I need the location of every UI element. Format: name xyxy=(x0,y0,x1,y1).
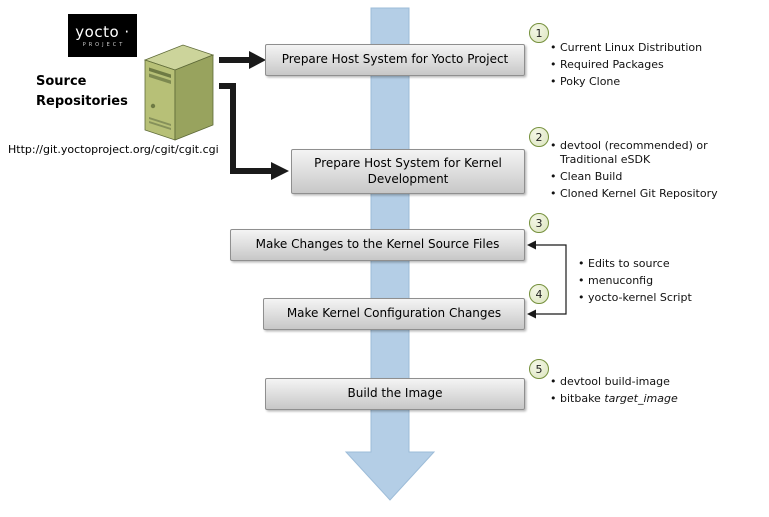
bullet-item: Clean Build xyxy=(549,170,744,185)
bullet-item: Poky Clone xyxy=(549,75,764,90)
bullet-item: Required Packages xyxy=(549,58,764,73)
bullet-item: menuconfig xyxy=(577,274,727,289)
step3-box: Make Changes to the Kernel Source Files xyxy=(230,229,525,261)
step5-number-badge: 5 xyxy=(529,359,549,379)
bitbake-command-text: bitbake xyxy=(560,391,605,405)
step1-box: Prepare Host System for Yocto Project xyxy=(265,44,525,76)
step2-box: Prepare Host System for Kernel Developme… xyxy=(291,149,525,194)
step3-number-badge: 3 xyxy=(529,213,549,233)
yocto-logo: yocto · PROJECT xyxy=(68,14,137,57)
step1-bullet-list: Current Linux Distribution Required Pack… xyxy=(549,41,764,91)
arrow-to-step1 xyxy=(219,51,266,69)
server-tower-icon xyxy=(143,44,215,141)
source-repositories-url: Http://git.yoctoproject.org/cgit/cgit.cg… xyxy=(8,143,219,156)
yocto-logo-name: yocto · xyxy=(75,23,130,41)
steps-3-4-shared-bullet-list: Edits to source menuconfig yocto-kernel … xyxy=(577,257,727,307)
yocto-logo-tagline: PROJECT xyxy=(82,42,126,48)
step1-box-label: Prepare Host System for Yocto Project xyxy=(281,52,509,67)
step3-box-label: Make Changes to the Kernel Source Files xyxy=(255,237,500,252)
step2-bullet-list: devtool (recommended) or Traditional eSD… xyxy=(549,139,744,204)
step5-box-label: Build the Image xyxy=(347,386,443,401)
bullet-item: Current Linux Distribution xyxy=(549,41,764,56)
step2-box-label: Prepare Host System for Kernel Developme… xyxy=(314,155,502,186)
bullet-item: yocto-kernel Script xyxy=(577,291,727,306)
bullet-item: devtool (recommended) or Traditional eSD… xyxy=(549,139,744,168)
arrow-to-step2 xyxy=(219,83,289,180)
step5-box: Build the Image xyxy=(265,378,525,410)
source-repositories-label: Source Repositories xyxy=(36,74,128,109)
step1-number-badge: 1 xyxy=(529,23,549,43)
bullet-item: bitbake target_image xyxy=(549,391,749,407)
bullet-item: Edits to source xyxy=(577,257,727,272)
step4-number-badge: 4 xyxy=(529,284,549,304)
step4-box-label: Make Kernel Configuration Changes xyxy=(286,306,502,321)
step5-bullet-list: devtool build-image bitbake target_image xyxy=(549,375,749,409)
bullet-item: Cloned Kernel Git Repository xyxy=(549,187,744,202)
bitbake-target-image-italic: target_image xyxy=(604,391,678,405)
step2-number-badge: 2 xyxy=(529,127,549,147)
step4-box: Make Kernel Configuration Changes xyxy=(263,298,525,330)
bullet-item: devtool build-image xyxy=(549,375,749,390)
bracket-steps-3-4 xyxy=(527,240,567,319)
